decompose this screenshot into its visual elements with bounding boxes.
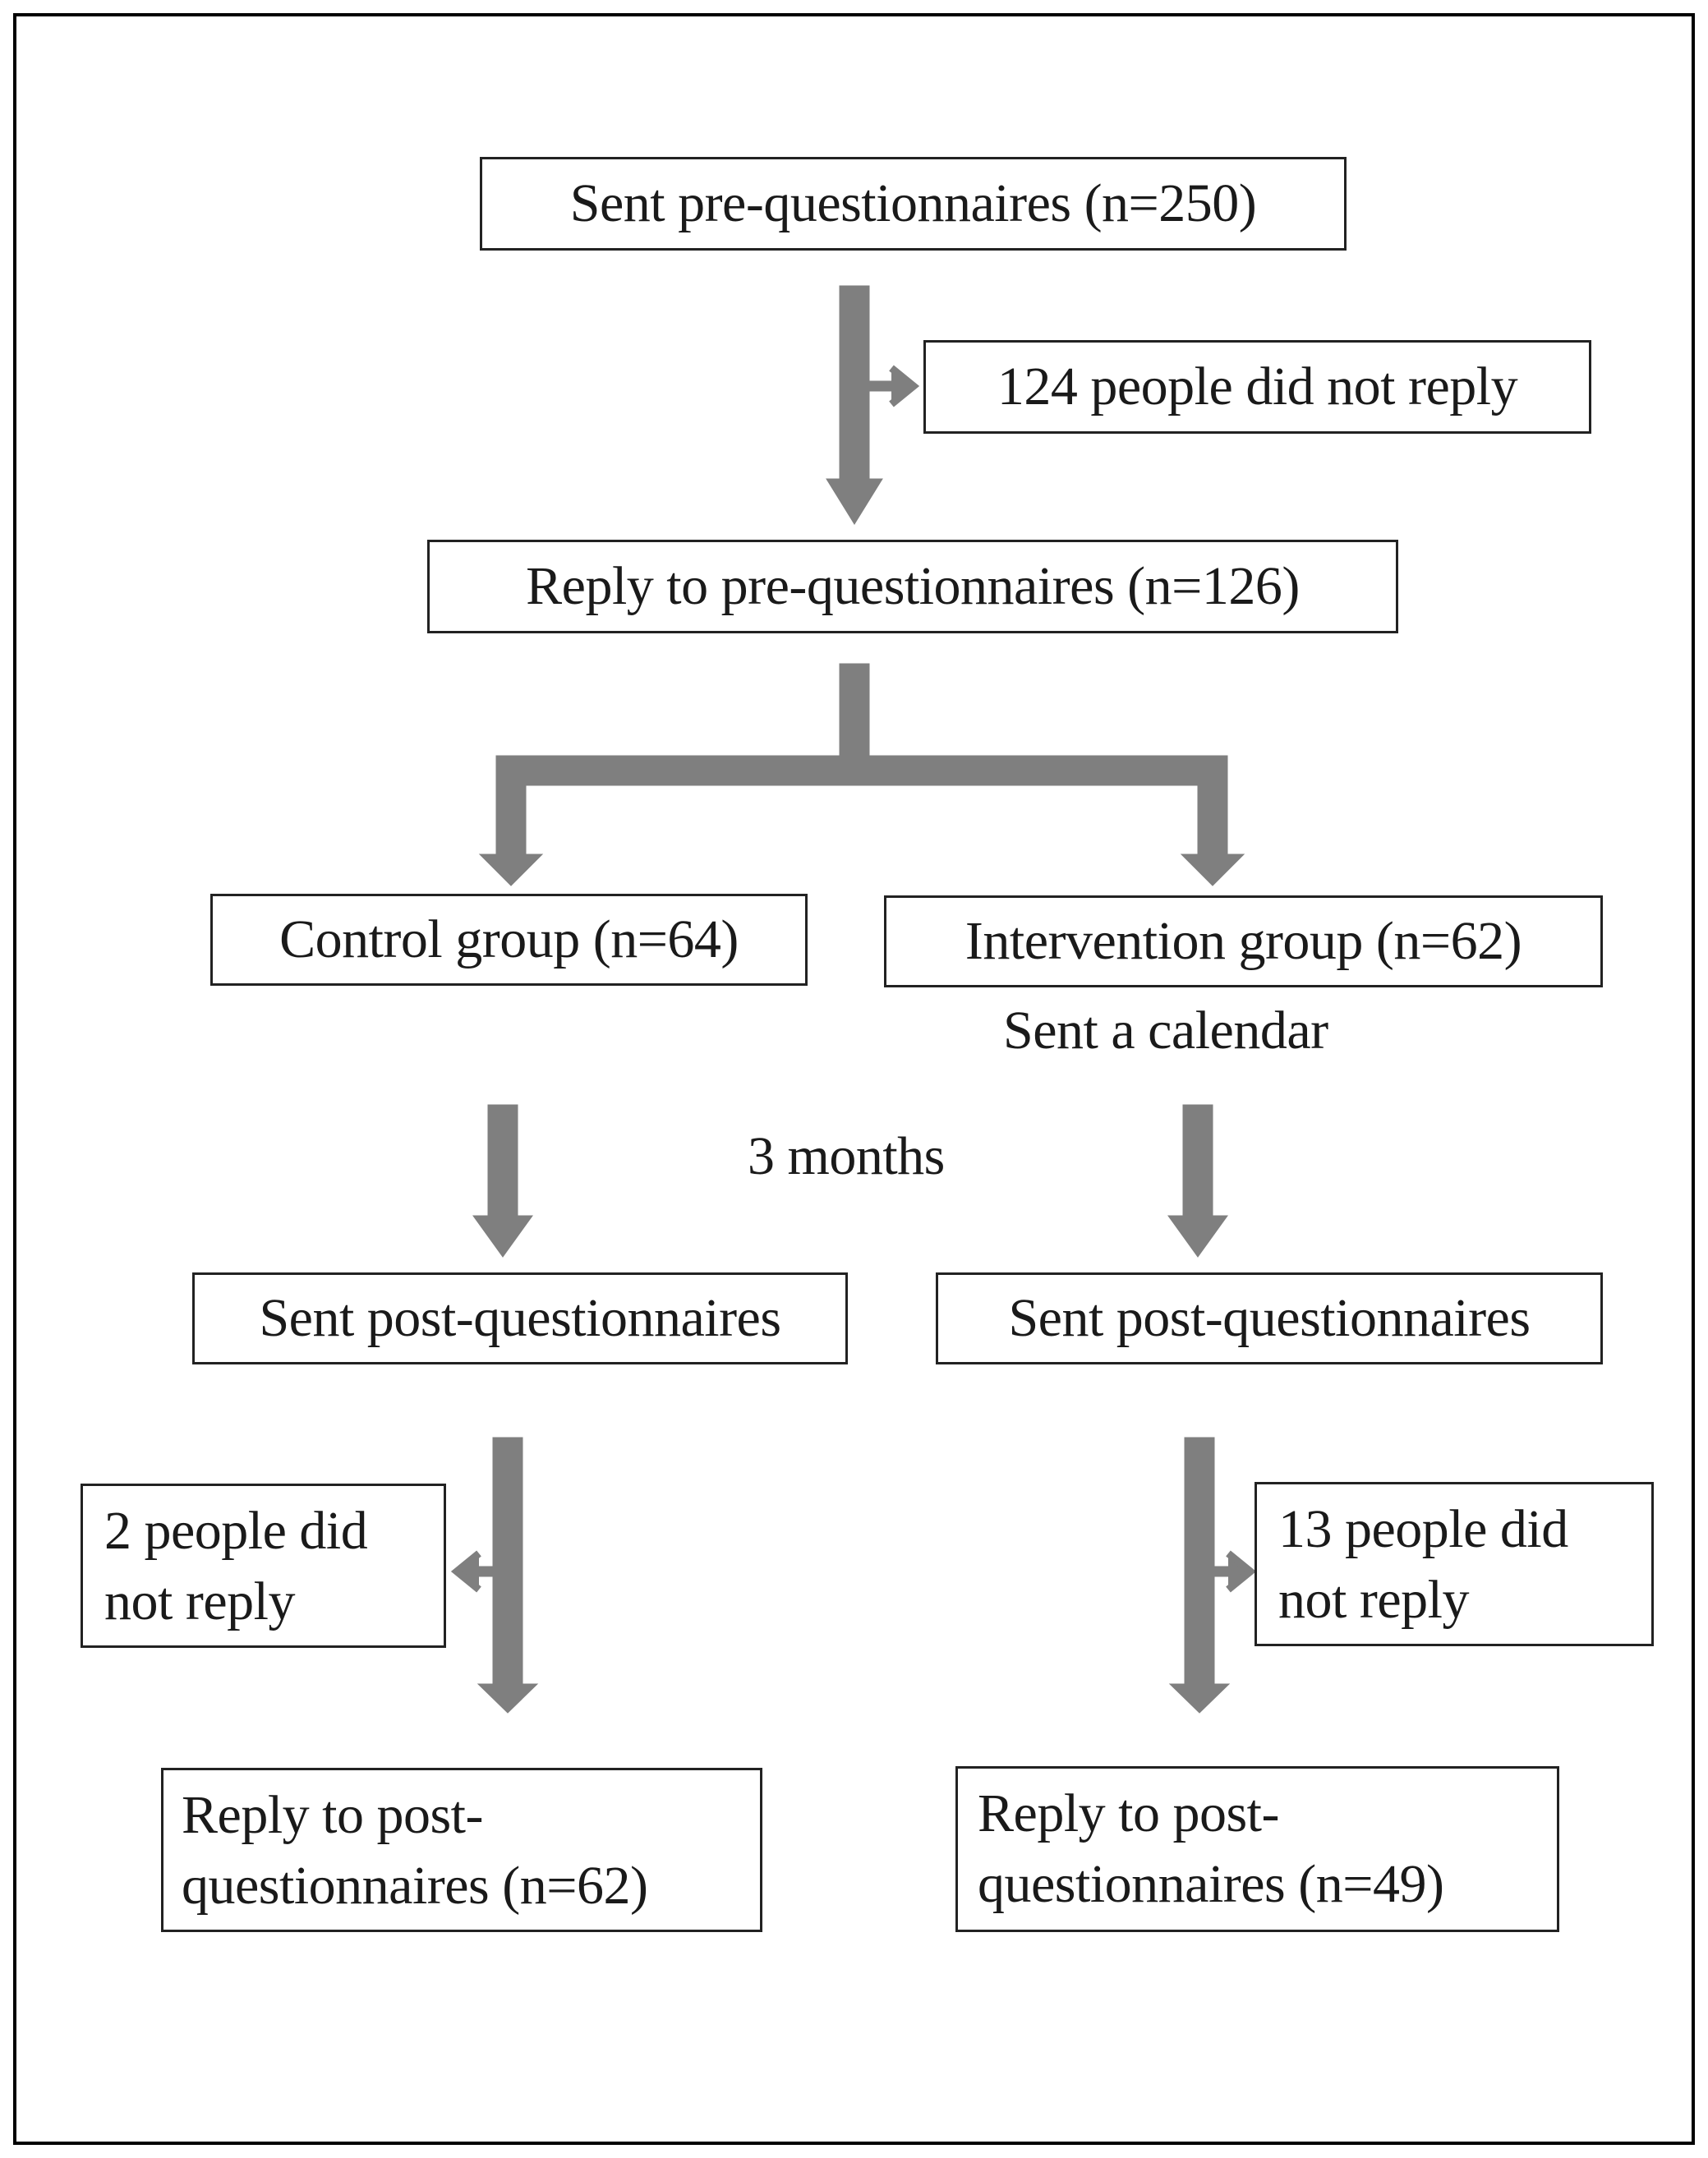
arrow-control-to-sent-post bbox=[472, 1104, 533, 1258]
no-reply-control-line-1: 2 people did bbox=[104, 1501, 368, 1561]
sent-calendar-note: Sent a calendar bbox=[1003, 1001, 1328, 1061]
figure-frame bbox=[13, 13, 1695, 2145]
no-reply-intervention-box: 13 people did not reply bbox=[1255, 1482, 1654, 1646]
control-group-label: Control group (n=64) bbox=[279, 909, 739, 970]
reply-post-questionnaires-intervention-box: Reply to post- questionnaires (n=49) bbox=[955, 1766, 1559, 1932]
no-reply-pre-box: 124 people did not reply bbox=[923, 340, 1591, 434]
no-reply-pre-label: 124 people did not reply bbox=[997, 357, 1518, 417]
sent-pre-questionnaires-box: Sent pre-questionnaires (n=250) bbox=[480, 157, 1347, 251]
reply-post-questionnaires-control-box: Reply to post- questionnaires (n=62) bbox=[161, 1768, 762, 1932]
intervention-group-box: Intervention group (n=62) bbox=[884, 895, 1603, 987]
sent-post-questionnaires-control-label: Sent post-questionnaires bbox=[259, 1288, 781, 1349]
no-reply-control-line-2: not reply bbox=[104, 1571, 295, 1631]
reply-post-intervention-line-2: questionnaires (n=49) bbox=[978, 1853, 1444, 1914]
arrow-intervention-to-reply-post bbox=[1168, 1437, 1248, 1714]
reply-pre-questionnaires-box: Reply to pre-questionnaires (n=126) bbox=[427, 540, 1398, 633]
reply-pre-questionnaires-label: Reply to pre-questionnaires (n=126) bbox=[526, 556, 1300, 617]
arrow-sent-to-reply-pre bbox=[826, 285, 883, 525]
control-group-box: Control group (n=64) bbox=[210, 894, 808, 986]
sent-post-questionnaires-intervention-box: Sent post-questionnaires bbox=[936, 1272, 1603, 1364]
no-reply-control-box: 2 people did not reply bbox=[81, 1484, 446, 1648]
three-months-note: 3 months bbox=[748, 1126, 945, 1186]
no-reply-intervention-line-1: 13 people did bbox=[1278, 1499, 1568, 1559]
sent-post-questionnaires-intervention-label: Sent post-questionnaires bbox=[1008, 1288, 1531, 1349]
arrow-split-to-groups bbox=[478, 663, 1245, 886]
no-reply-intervention-line-2: not reply bbox=[1278, 1569, 1469, 1630]
intervention-group-label: Intervention group (n=62) bbox=[964, 911, 1522, 972]
reply-post-control-line-2: questionnaires (n=62) bbox=[182, 1855, 648, 1916]
reply-post-intervention-line-1: Reply to post- bbox=[978, 1783, 1280, 1843]
reply-post-control-line-1: Reply to post- bbox=[182, 1785, 484, 1845]
arrow-control-to-reply-post bbox=[459, 1437, 539, 1714]
arrow-intervention-to-sent-post bbox=[1167, 1104, 1228, 1258]
sent-post-questionnaires-control-box: Sent post-questionnaires bbox=[192, 1272, 848, 1364]
sent-pre-questionnaires-label: Sent pre-questionnaires (n=250) bbox=[569, 173, 1257, 234]
